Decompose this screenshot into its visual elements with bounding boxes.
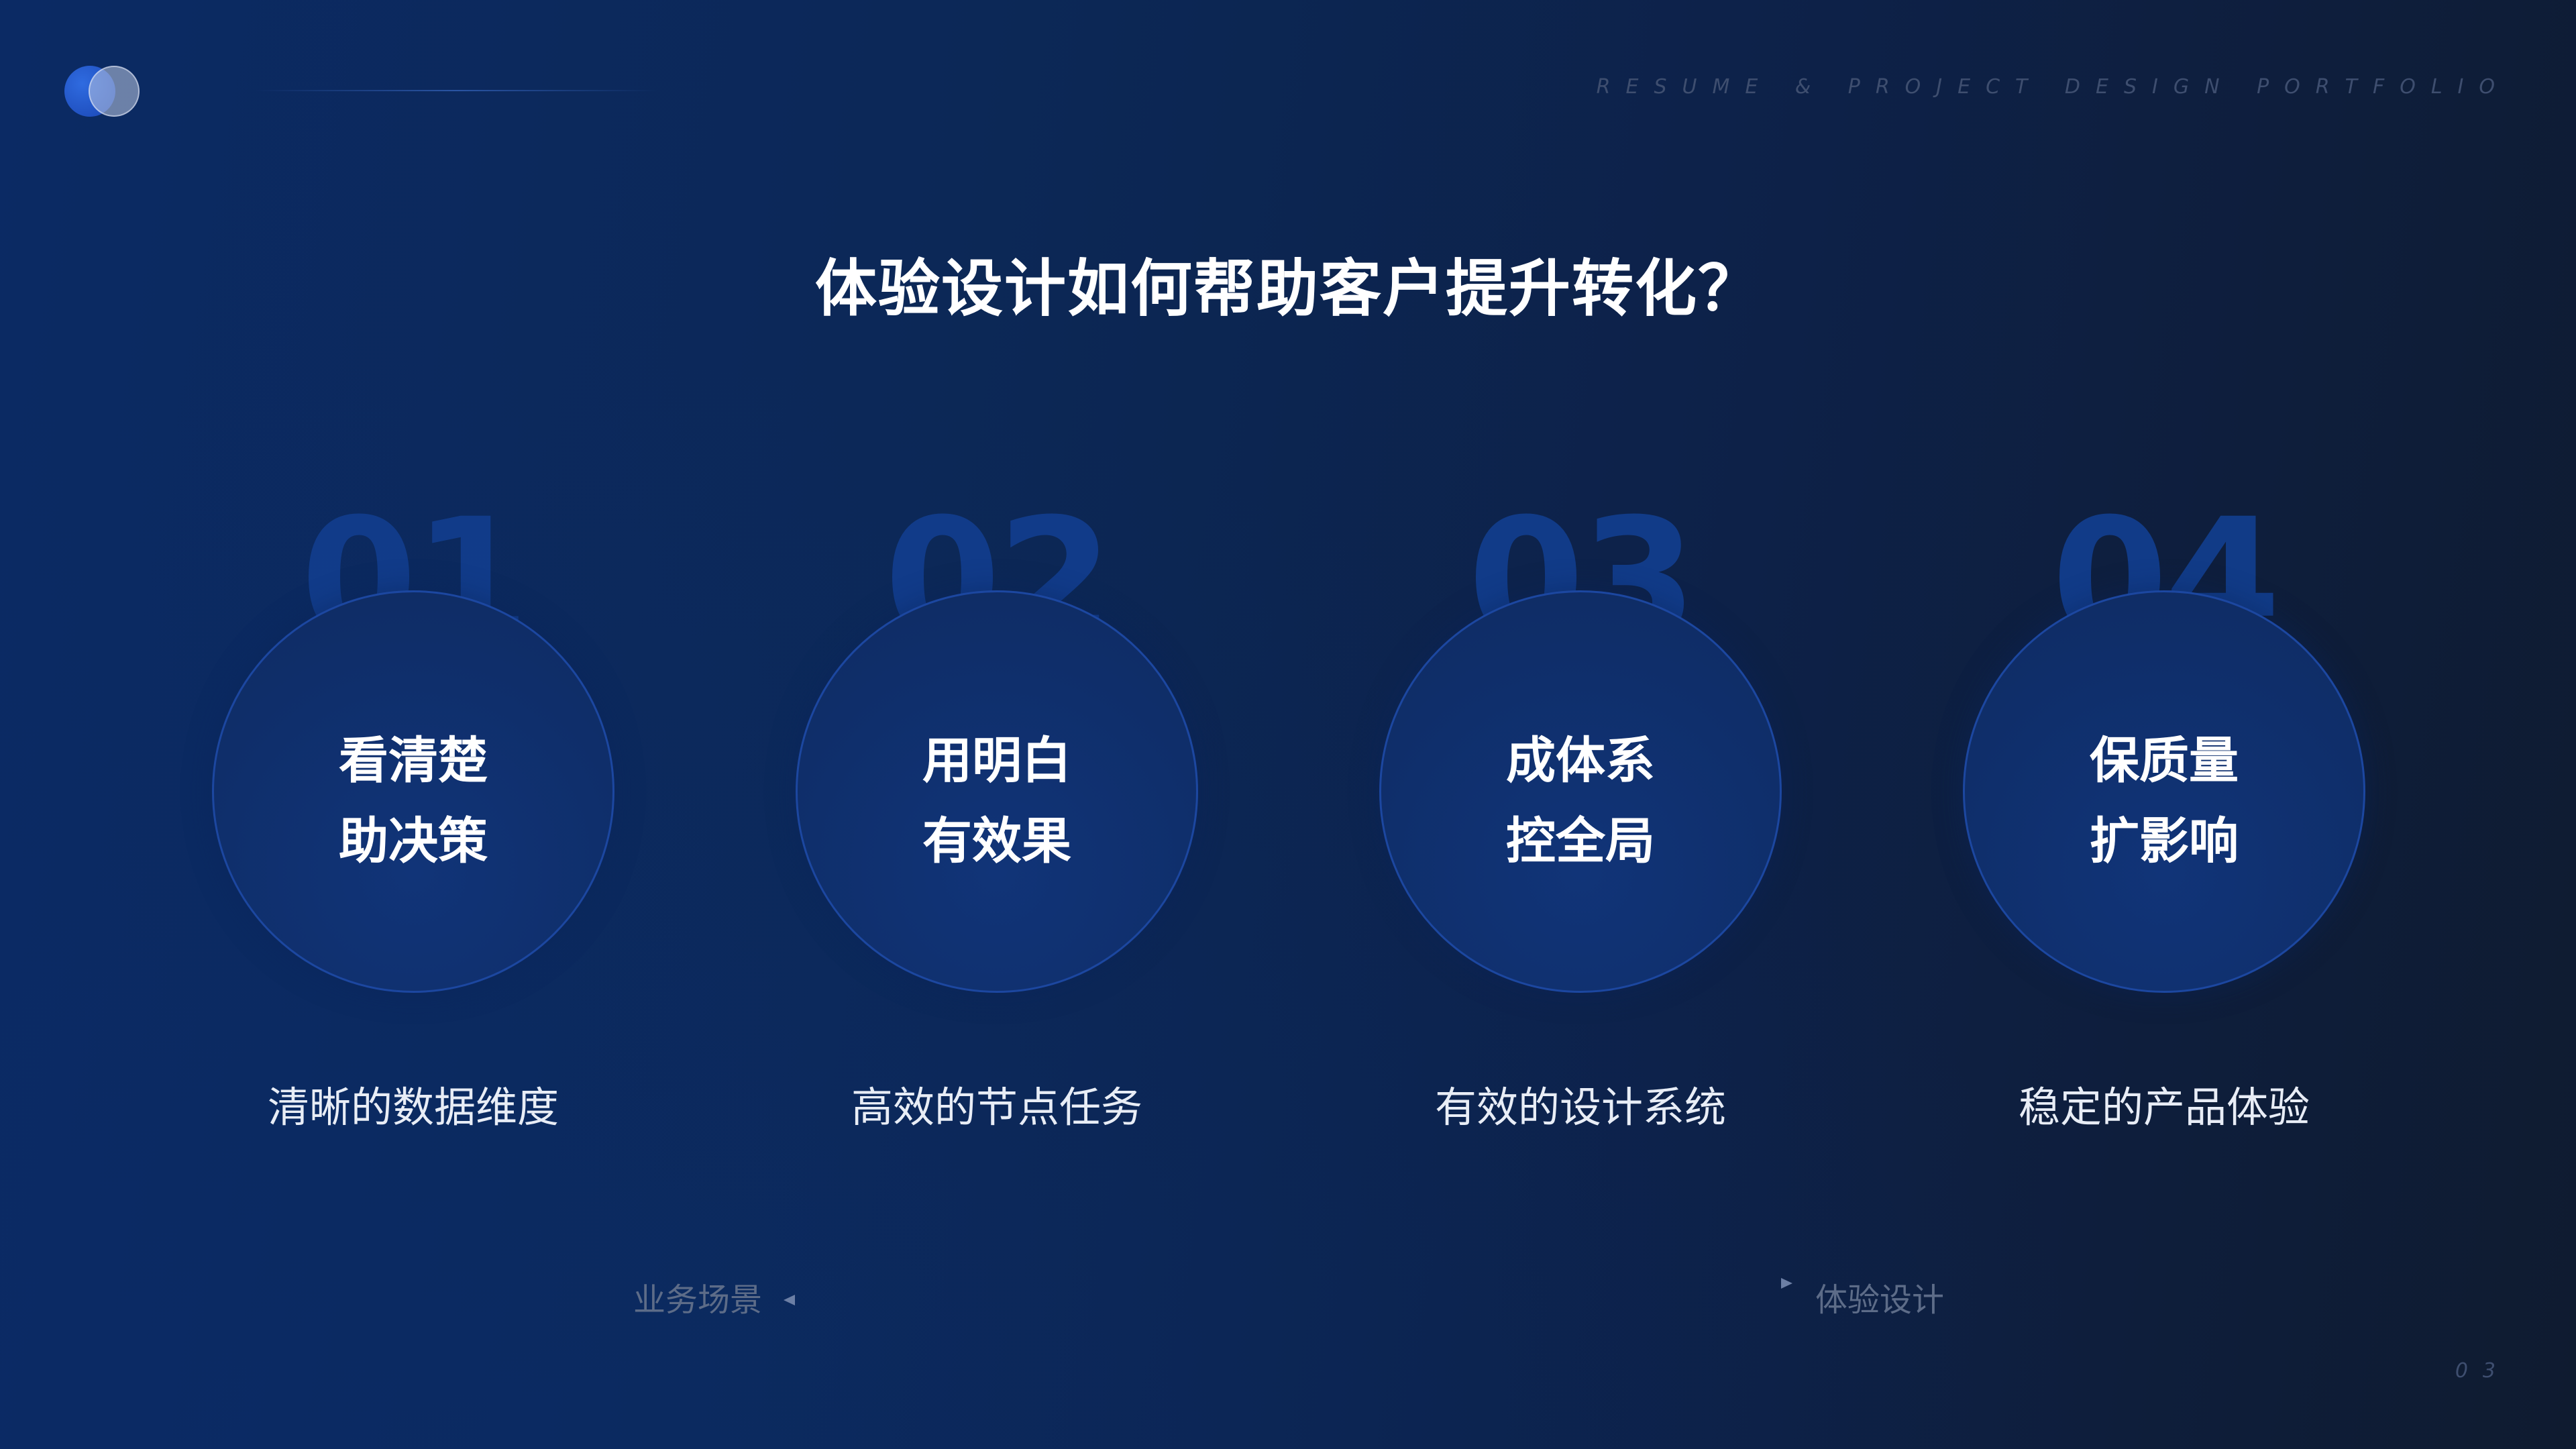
card-line2: 助决策	[339, 812, 488, 870]
card-02: 02 用明白 有效果 高效的节点任务	[796, 496, 1198, 1167]
card-description: 稳定的产品体验	[2018, 1083, 2310, 1132]
card-line2: 控全局	[1506, 812, 1655, 870]
card-line1: 看清楚	[339, 732, 488, 790]
brand-text: RESUME & PROJECT DESIGN PORTFOLIO	[1596, 75, 2510, 99]
page-number: 03	[2455, 1359, 2510, 1383]
axis-label-right: 体验设计	[1815, 1281, 1945, 1319]
card-line1: 用明白	[922, 732, 1071, 790]
card-circle	[1963, 590, 2365, 993]
logo-circle-light	[89, 66, 140, 117]
logo	[64, 66, 142, 117]
card-01: 01 看清楚 助决策 清晰的数据维度	[212, 496, 614, 1167]
card-line2: 扩影响	[2090, 812, 2239, 870]
card-circle	[1379, 590, 1782, 993]
card-03: 03 成体系 控全局 有效的设计系统	[1379, 496, 1782, 1167]
card-line1: 保质量	[2090, 732, 2239, 790]
card-description: 有效的设计系统	[1434, 1083, 1726, 1132]
card-line2: 有效果	[922, 812, 1071, 870]
header-divider	[255, 90, 657, 91]
card-04: 04 保质量 扩影响 稳定的产品体验	[1963, 496, 2365, 1167]
page-title: 体验设计如何帮助客户提升转化？	[814, 253, 1761, 325]
card-line1: 成体系	[1506, 732, 1655, 790]
card-circle	[796, 590, 1198, 993]
bidirectional-arrow-icon	[784, 1278, 1792, 1305]
card-description: 清晰的数据维度	[267, 1083, 559, 1132]
card-description: 高效的节点任务	[851, 1083, 1142, 1132]
card-circle	[212, 590, 614, 993]
axis-label-left: 业务场景	[633, 1281, 763, 1319]
